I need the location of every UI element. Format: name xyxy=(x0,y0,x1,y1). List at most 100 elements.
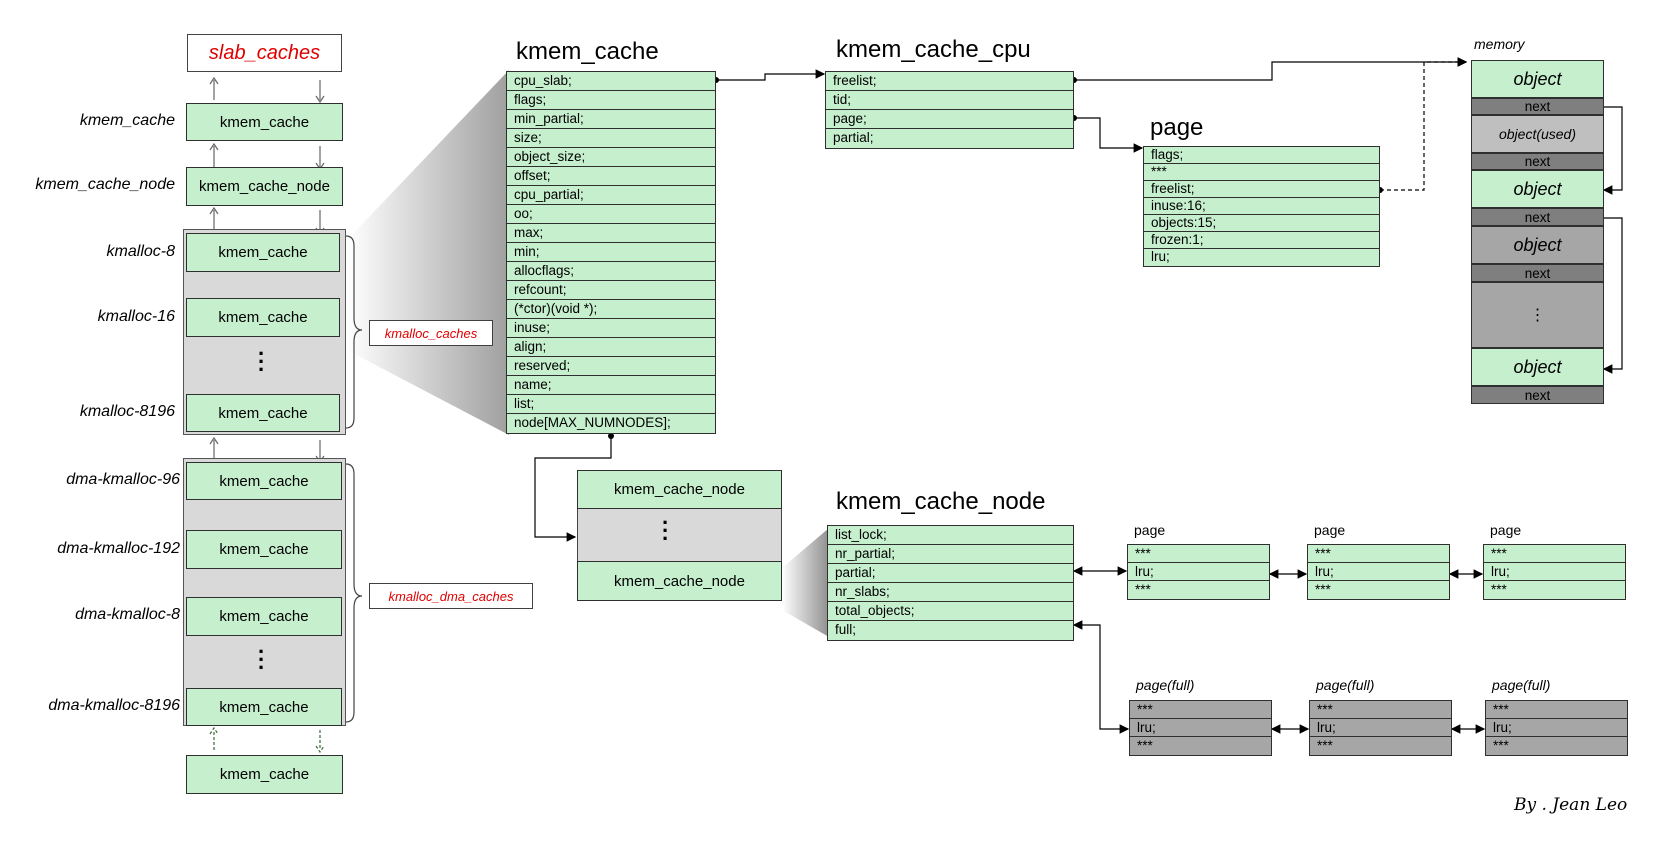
kmem-cache-field: offset; xyxy=(507,167,715,186)
memory-object-used[interactable]: object(used) xyxy=(1471,115,1604,153)
partial-page-2-label: page xyxy=(1314,522,1346,538)
partial-page-field: *** xyxy=(1308,545,1449,563)
partial-page-1: ***lru;*** xyxy=(1127,544,1270,600)
dma-kmalloc-group xyxy=(183,458,346,726)
memory-object-4[interactable]: object xyxy=(1471,348,1604,386)
page-field: inuse:16; xyxy=(1144,198,1379,215)
label-dma-kmalloc-8196: dma-kmalloc-8196 xyxy=(48,697,180,714)
memory-label: memory xyxy=(1474,36,1525,52)
wire-next-2 xyxy=(1602,217,1623,374)
page-field: frozen:1; xyxy=(1144,232,1379,249)
updown-arrows-2 xyxy=(209,142,325,171)
kmem-cache-field: list; xyxy=(507,395,715,414)
label-kmalloc-8: kmalloc-8 xyxy=(106,243,175,260)
kmem-cache-field: oo; xyxy=(507,205,715,224)
author-signature: By . Jean Leo xyxy=(1514,795,1628,815)
memory-next-5: next xyxy=(1471,386,1604,404)
kmem-cache-field: max; xyxy=(507,224,715,243)
memory-next-3: next xyxy=(1471,208,1604,226)
cache-box-kmem-cache-tail[interactable]: kmem_cache xyxy=(186,755,343,794)
label-dma-kmalloc-192: dma-kmalloc-192 xyxy=(57,540,180,557)
full-page-3-label: page(full) xyxy=(1492,677,1551,693)
bracket-kmalloc xyxy=(345,235,363,429)
kmem-cache-field: name; xyxy=(507,376,715,395)
full-page-2-label: page(full) xyxy=(1316,677,1375,693)
wire-node xyxy=(534,436,612,542)
full-page-3: ***lru;*** xyxy=(1485,700,1628,756)
cache-box-kmalloc-8[interactable]: kmem_cache xyxy=(186,233,340,272)
page-field: objects:15; xyxy=(1144,215,1379,232)
label-dma-kmalloc-8: dma-kmalloc-8 xyxy=(75,606,180,623)
dot-node xyxy=(608,433,614,439)
full-page-field: *** xyxy=(1310,701,1451,719)
wire-cpu-freelist xyxy=(1074,57,1468,81)
full-page-field: lru; xyxy=(1130,719,1271,737)
kmem-cache-cpu-field: page; xyxy=(826,110,1073,129)
kmem-cache-node-field: partial; xyxy=(828,564,1073,583)
kmem-cache-cpu-field: partial; xyxy=(826,129,1073,148)
kmem-cache-field: refcount; xyxy=(507,281,715,300)
full-page-1-label: page(full) xyxy=(1136,677,1195,693)
kmem-cache-field: size; xyxy=(507,129,715,148)
callout-kmalloc-caches: kmalloc_caches xyxy=(369,320,493,346)
page-field: lru; xyxy=(1144,249,1379,266)
kmem-cache-cpu-struct: freelist;tid;page;partial; xyxy=(825,71,1074,149)
kmem-cache-field: (*ctor)(void *); xyxy=(507,300,715,319)
label-kmem-cache-node: kmem_cache_node xyxy=(35,176,175,193)
kmem-cache-node-field: total_objects; xyxy=(828,602,1073,621)
cache-box-kmalloc-16[interactable]: kmem_cache xyxy=(186,298,340,337)
page-struct-title: page xyxy=(1150,114,1204,141)
kmem-cache-field: object_size; xyxy=(507,148,715,167)
full-page-field: *** xyxy=(1486,737,1627,755)
kmem-cache-node-struct: list_lock;nr_partial;partial;nr_slabs;to… xyxy=(827,525,1074,641)
cache-box-kmalloc-8196[interactable]: kmem_cache xyxy=(186,394,340,432)
full-page-field: *** xyxy=(1486,701,1627,719)
full-page-field: lru; xyxy=(1310,719,1451,737)
kmem-cache-node-field: nr_partial; xyxy=(828,545,1073,564)
node-list-item-2[interactable]: kmem_cache_node xyxy=(577,561,782,601)
memory-object-3[interactable]: object xyxy=(1471,226,1604,264)
kmem-cache-field: allocflags; xyxy=(507,262,715,281)
kmem-cache-field: min; xyxy=(507,243,715,262)
bracket-dma xyxy=(345,463,363,723)
full-page-field: *** xyxy=(1310,737,1451,755)
partial-page-3-label: page xyxy=(1490,522,1522,538)
kmem-cache-node-field: nr_slabs; xyxy=(828,583,1073,602)
cache-box-dma-kmalloc-8[interactable]: kmem_cache xyxy=(186,597,342,636)
full-page-field: lru; xyxy=(1486,719,1627,737)
cache-box-kmem-cache-node[interactable]: kmem_cache_node xyxy=(186,167,343,206)
page-field: flags; xyxy=(1144,147,1379,164)
kmem-cache-field: node[MAX_NUMNODES]; xyxy=(507,414,715,433)
cache-box-kmem-cache[interactable]: kmem_cache xyxy=(186,103,343,141)
kmem-cache-field: reserved; xyxy=(507,357,715,376)
partial-page-field: lru; xyxy=(1128,563,1269,581)
kmem-cache-struct-title: kmem_cache xyxy=(516,38,659,65)
partial-page-field: *** xyxy=(1128,581,1269,599)
memory-object-1[interactable]: object xyxy=(1471,60,1604,98)
full-page-1: ***lru;*** xyxy=(1129,700,1272,756)
kmem-cache-cpu-field: freelist; xyxy=(826,72,1073,91)
full-page-field: *** xyxy=(1130,737,1271,755)
partial-page-field: lru; xyxy=(1484,563,1625,581)
cache-box-dma-kmalloc-192[interactable]: kmem_cache xyxy=(186,530,342,569)
label-dma-kmalloc-96: dma-kmalloc-96 xyxy=(66,471,180,488)
partial-page-field: lru; xyxy=(1308,563,1449,581)
updown-arrows-8 xyxy=(209,726,325,754)
kmalloc-ellipsis: ··· xyxy=(258,341,266,382)
wire-cpu-slab xyxy=(716,69,826,81)
memory-ellipsis: ⋮ xyxy=(1471,282,1604,348)
wire-page-freelist xyxy=(1380,57,1468,191)
memory-object-2[interactable]: object xyxy=(1471,170,1604,208)
partial-page-field: *** xyxy=(1308,581,1449,599)
kmem-cache-field: min_partial; xyxy=(507,110,715,129)
cache-box-dma-kmalloc-8196[interactable]: kmem_cache xyxy=(186,688,342,726)
kmem-cache-node-field: list_lock; xyxy=(828,526,1073,545)
partial-page-field: *** xyxy=(1128,545,1269,563)
partial-page-1-label: page xyxy=(1134,522,1166,538)
slab-caches-head[interactable]: slab_caches xyxy=(187,34,342,72)
cache-box-dma-kmalloc-96[interactable]: kmem_cache xyxy=(186,462,342,500)
label-kmem-cache: kmem_cache xyxy=(79,112,175,129)
label-kmalloc-16: kmalloc-16 xyxy=(97,308,175,325)
node-list-item-1[interactable]: kmem_cache_node xyxy=(577,470,782,509)
kmem-cache-field: cpu_partial; xyxy=(507,186,715,205)
